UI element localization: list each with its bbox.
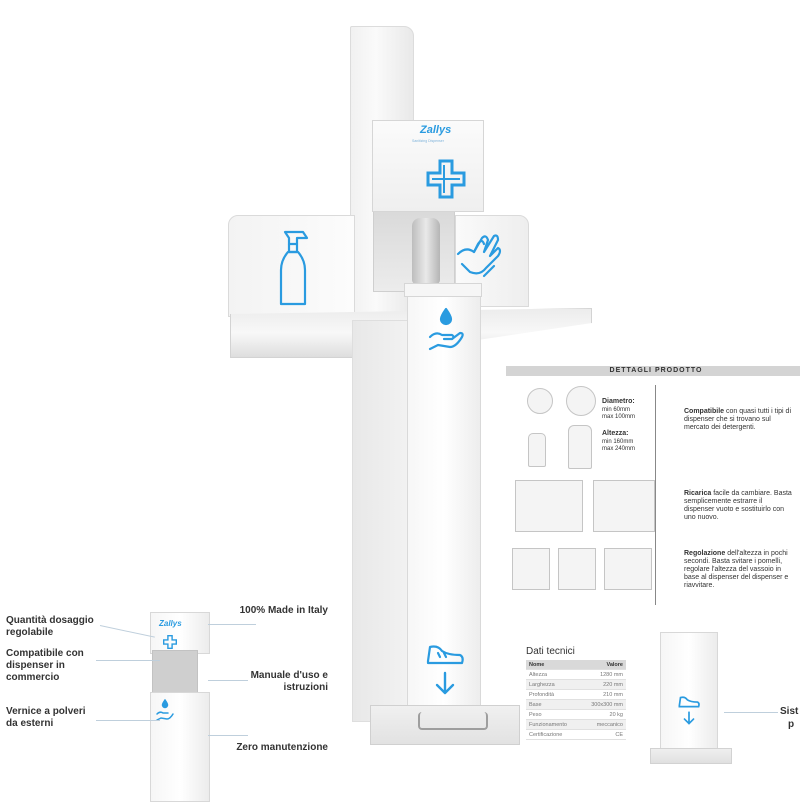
- foot-icon: [426, 645, 464, 665]
- leader-compatible: [96, 660, 160, 661]
- floor-base: [370, 705, 520, 745]
- compat-text: Compatibile con quasi tutti i tipi di di…: [684, 408, 791, 431]
- feature-paint: Vernice a polveri da esterni: [6, 706, 86, 729]
- adjust-text: Regolazione dell'altezza in pochi second…: [684, 550, 789, 589]
- hand-drop-icon: [428, 307, 464, 351]
- leader-manual: [208, 680, 248, 681]
- refill-sketch-1: [515, 480, 583, 532]
- leader-made-in: [208, 624, 256, 625]
- tech-row-value: 1280 mm: [579, 669, 626, 680]
- tech-row-name: Base: [526, 699, 580, 710]
- mini-dispenser-head: Zallys: [150, 612, 210, 654]
- tech-row-value: 210 mm: [579, 689, 626, 700]
- tech-row-name: Funzionamento: [526, 719, 580, 730]
- diameter-max: max 100mm: [602, 414, 636, 420]
- adjust-sketch-3: [604, 548, 652, 590]
- feature-compatible: Compatibile con dispenser in commercio: [6, 648, 84, 683]
- tech-row-value: 20 kg: [579, 709, 626, 720]
- tech-row-value: meccanico: [579, 719, 626, 730]
- height-max: max 240mm: [602, 446, 636, 452]
- cut-label-line1: Sist: [780, 706, 799, 717]
- leader-right: [724, 712, 778, 713]
- mini-foot-arrow-icon: [678, 696, 700, 725]
- main-column: [407, 288, 481, 722]
- mini-brand-logo: Zallys: [159, 619, 182, 628]
- medical-cross-icon: [426, 159, 466, 199]
- brand-logo: Zallys: [420, 124, 452, 136]
- brand-tagline: Sanitizing Dispenser: [412, 139, 444, 143]
- tech-header-name: Nome: [526, 660, 580, 670]
- height-label: Altezza:: [602, 430, 629, 437]
- left-side-panel: [228, 215, 355, 317]
- feature-dose: Quantità dosaggio regolabile: [6, 615, 94, 638]
- spec-divider: [655, 385, 656, 605]
- adjust-sketch-1: [512, 548, 550, 590]
- feature-maintenance: Zero manutenzione: [236, 742, 328, 753]
- mini-medical-cross-icon: [163, 635, 177, 649]
- leader-maintenance: [208, 735, 248, 736]
- diameter-small-sketch: [527, 388, 553, 414]
- drip-tray: [404, 283, 482, 297]
- mini-column: [150, 692, 210, 802]
- diameter-min: min 60mm: [602, 407, 631, 413]
- sanitizer-bottle: [412, 218, 440, 284]
- arrow-down-icon: [435, 671, 455, 695]
- mini-cavity: [152, 650, 198, 694]
- tech-row-name: Larghezza: [526, 679, 580, 690]
- tech-row-name: Altezza: [526, 669, 580, 680]
- height-large-sketch: [568, 425, 592, 469]
- tech-row-name: Peso: [526, 709, 580, 720]
- diameter-large-sketch: [566, 386, 596, 416]
- refill-sketch-2: [593, 480, 655, 532]
- column-side: [352, 320, 410, 722]
- diameter-label: Diametro:: [602, 398, 635, 405]
- height-min: min 160mm: [602, 439, 634, 445]
- mini-hand-drop-icon: [156, 699, 174, 721]
- mini-base-right: [650, 748, 732, 764]
- tech-row-name: Certificazione: [526, 729, 580, 740]
- tech-header-value: Valore: [579, 660, 626, 670]
- tech-row-value: 220 mm: [579, 679, 626, 690]
- tech-table-title: Dati tecnici: [526, 646, 575, 657]
- adjust-sketch-2: [558, 548, 596, 590]
- spray-bottle-icon: [279, 230, 309, 306]
- spec-sheet-title: DETTAGLI PRODOTTO: [506, 366, 800, 376]
- tech-row-value: CE: [579, 729, 626, 740]
- feature-made-in: 100% Made in Italy: [239, 605, 328, 616]
- refill-text: Ricarica facile da cambiare. Basta sempl…: [684, 490, 792, 521]
- tech-row-name: Profondità: [526, 689, 580, 700]
- foot-pedal[interactable]: [418, 712, 488, 730]
- dispenser-head: [372, 120, 484, 212]
- glove-icon: [456, 234, 502, 278]
- feature-manual: Manuale d'uso e istruzioni: [250, 670, 328, 693]
- tech-row-value: 300x300 mm: [579, 699, 626, 710]
- leader-paint: [96, 720, 160, 721]
- mini-column-right: [660, 632, 718, 754]
- cut-label-line2: p: [788, 719, 795, 730]
- height-small-sketch: [528, 433, 546, 467]
